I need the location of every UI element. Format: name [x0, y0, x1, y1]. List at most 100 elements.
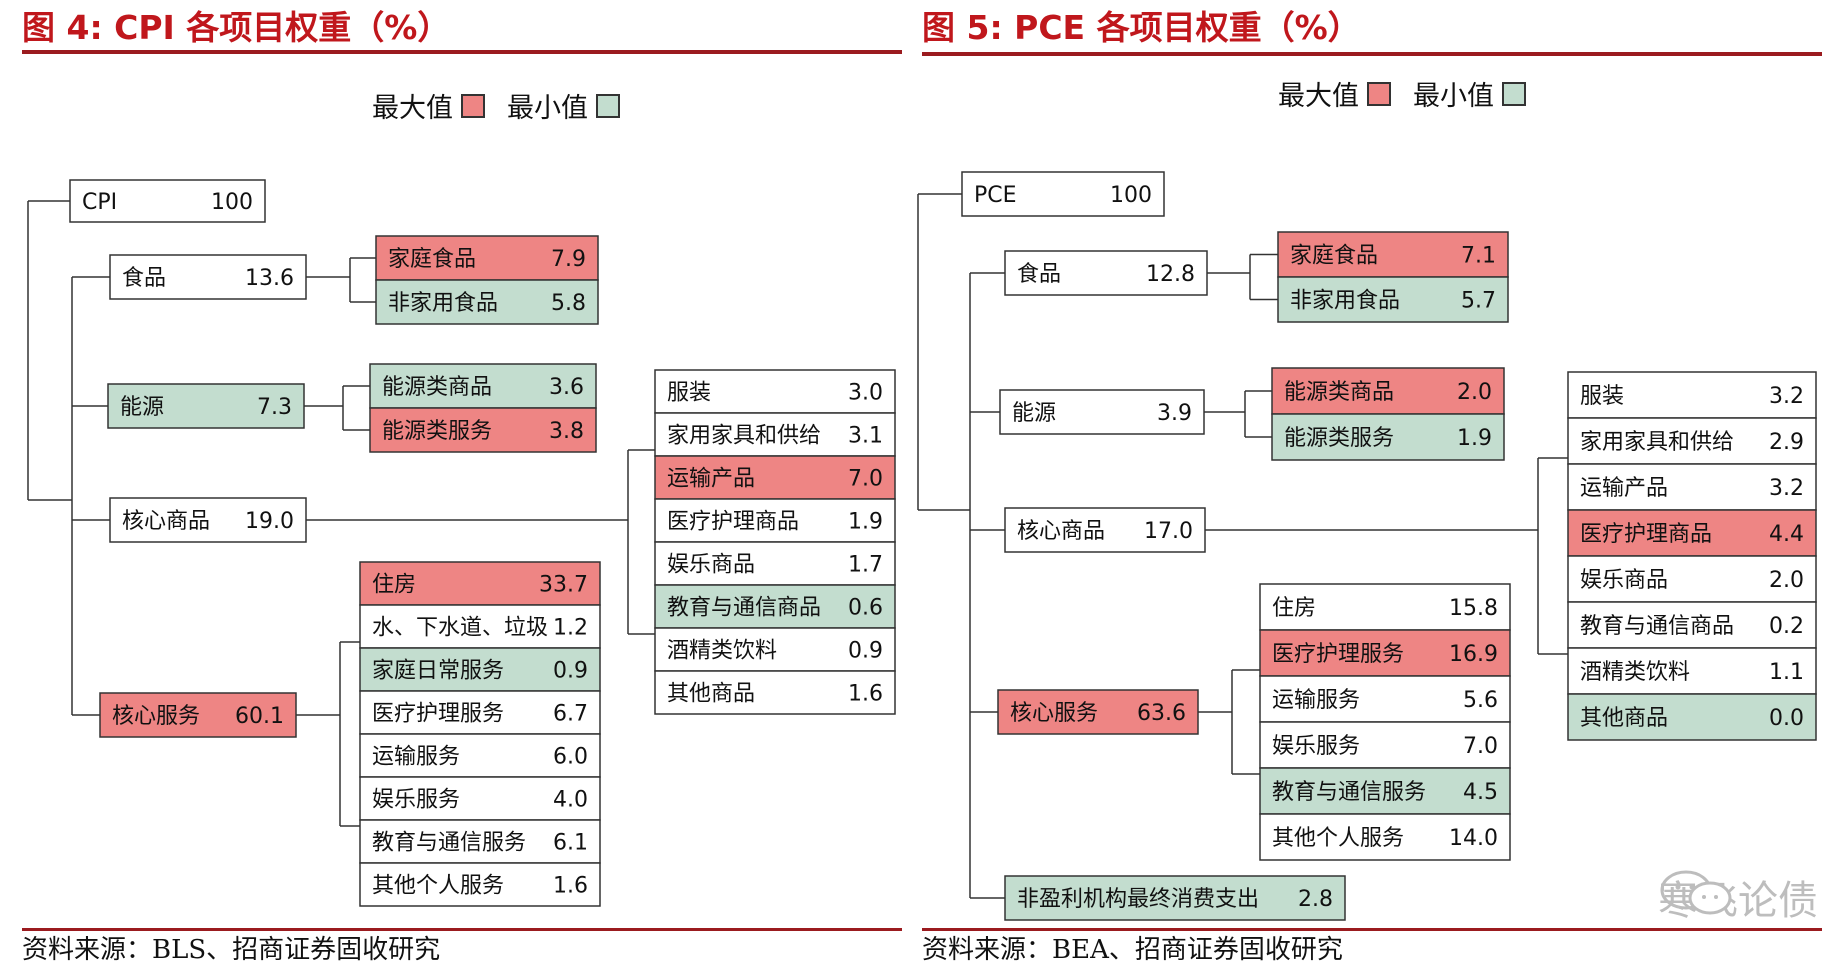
pce-group-2-child-node-3-label: 医疗护理商品 — [1580, 522, 1712, 547]
cpi-group-3-child-node-6: 教育与通信服务 6.1 — [359, 819, 601, 864]
pce-group-1-child-node-0-box — [1271, 367, 1505, 415]
pce-group-2-child-node-1-value: 2.9 — [1769, 430, 1804, 455]
wechat-icon — [1660, 870, 1732, 915]
pce-group-1-child-node-0-value: 2.0 — [1457, 380, 1492, 405]
pce-group-3-child-node-1-box — [1259, 629, 1511, 677]
pce-group-3-child-node-3-label: 娱乐服务 — [1272, 734, 1360, 759]
cpi-group-2-child-node-7-value: 1.6 — [848, 682, 883, 707]
pce-legend-min-swatch — [1502, 81, 1526, 106]
cpi-group-2-child-node-0-value: 3.0 — [848, 381, 883, 406]
pce-group-node-3-box — [997, 689, 1199, 735]
pce-group-2-child-node-0-value: 3.2 — [1769, 384, 1804, 409]
pce-legend-max-label: 最大值 — [1278, 81, 1359, 112]
pce-root-node-label: PCE — [974, 183, 1017, 208]
cpi-group-3-child-node-0-label: 住房 — [372, 573, 416, 598]
pce-group-3-child-node-3: 娱乐服务 7.0 — [1259, 721, 1511, 769]
pce-group-0-child-node-1-label: 非家用食品 — [1290, 289, 1400, 314]
pce-legend-min-label: 最小值 — [1413, 81, 1494, 112]
pce-group-0-child-node-0-value: 7.1 — [1461, 244, 1496, 269]
pce-title-rule — [922, 52, 1822, 56]
pce-group-3-child-node-3-value: 7.0 — [1463, 734, 1498, 759]
pce-legend: 最大值 最小值 — [1278, 74, 1548, 113]
pce-source-rule — [922, 928, 1822, 931]
cpi-group-node-3: 核心服务 60.1 — [99, 692, 297, 738]
cpi-group-0-child-node-0-box — [375, 235, 599, 281]
cpi-group-3-child-node-6-label: 教育与通信服务 — [372, 831, 526, 856]
pce-group-3-child-node-2-value: 5.6 — [1463, 688, 1498, 713]
cpi-legend-max-swatch — [461, 93, 485, 118]
cpi-group-1-child-node-1-box — [369, 407, 597, 453]
pce-group-3-child-node-3-box — [1259, 721, 1511, 769]
pce-group-2-child-node-7-box — [1567, 693, 1817, 741]
pce-group-node-1-label: 能源 — [1012, 401, 1056, 426]
pce-group-node-0-value: 12.8 — [1146, 262, 1195, 287]
pce-group-node-4-value: 2.8 — [1298, 887, 1333, 912]
pce-group-3-child-node-4-label: 教育与通信服务 — [1272, 780, 1426, 805]
cpi-group-node-3-value: 60.1 — [235, 704, 284, 729]
pce-group-2-child-node-2-box — [1567, 463, 1817, 511]
cpi-group-2-child-node-1-value: 3.1 — [848, 424, 883, 449]
watermark-text: 寒飞论债 — [1658, 878, 1818, 924]
cpi-group-3-child-node-6-value: 6.1 — [553, 831, 588, 856]
cpi-group-2-child-node-1: 家用家具和供给 3.1 — [654, 412, 896, 457]
cpi-figure-title: 图 4: CPI 各项目权重（%） — [22, 8, 451, 47]
pce-group-3-child-node-5-label: 其他个人服务 — [1272, 826, 1404, 851]
pce-group-node-4-box — [1004, 875, 1346, 921]
cpi-group-1-child-node-0-box — [369, 363, 597, 409]
cpi-group-3-child-node-1-label: 水、下水道、垃圾 — [372, 616, 548, 641]
cpi-group-2-child-node-7-box — [654, 670, 896, 715]
cpi-group-2-child-node-6-value: 0.9 — [848, 639, 883, 664]
pce-legend-max-swatch — [1367, 81, 1391, 106]
pce-group-node-3-value: 63.6 — [1137, 701, 1186, 726]
cpi-group-2-child-node-5-value: 0.6 — [848, 596, 883, 621]
pce-group-0-child-node-1-box — [1277, 276, 1509, 323]
cpi-source-rule — [22, 928, 902, 931]
pce-group-3-child-node-0-value: 15.8 — [1449, 596, 1498, 621]
pce-group-3-child-node-1-label: 医疗护理服务 — [1272, 642, 1404, 667]
pce-group-3-child-node-0-box — [1259, 583, 1511, 631]
cpi-group-2-child-node-5-box — [654, 584, 896, 629]
cpi-group-2-child-node-5-label: 教育与通信商品 — [667, 596, 821, 621]
pce-group-2-child-node-4-box — [1567, 555, 1817, 603]
cpi-group-3-child-node-3-label: 医疗护理服务 — [372, 702, 504, 727]
cpi-group-3-child-node-4-value: 6.0 — [553, 745, 588, 770]
cpi-group-0-child-node-1-box — [375, 279, 599, 325]
pce-group-3-child-node-1-value: 16.9 — [1449, 642, 1498, 667]
cpi-group-node-0-box — [109, 254, 307, 300]
cpi-group-2-child-node-1-label: 家用家具和供给 — [667, 424, 821, 449]
cpi-group-1-child-node-1-label: 能源类服务 — [382, 419, 492, 444]
pce-group-2-child-node-6-label: 酒精类饮料 — [1580, 660, 1690, 685]
pce-group-node-1-value: 3.9 — [1157, 401, 1192, 426]
watermark: 寒飞论债 — [1658, 868, 1818, 926]
cpi-group-3-child-node-4: 运输服务 6.0 — [359, 733, 601, 778]
cpi-group-3-child-node-4-label: 运输服务 — [372, 745, 460, 770]
cpi-group-0-child-node-0-value: 7.9 — [551, 247, 586, 272]
pce-group-0-child-node-1-value: 5.7 — [1461, 289, 1496, 314]
cpi-group-2-child-node-0-label: 服装 — [667, 381, 711, 406]
cpi-group-2-child-node-4: 娱乐商品 1.7 — [654, 541, 896, 586]
pce-group-3-child-node-5-value: 14.0 — [1449, 826, 1498, 851]
cpi-group-3-child-node-3-value: 6.7 — [553, 702, 588, 727]
pce-group-2-child-node-5-value: 0.2 — [1769, 614, 1804, 639]
pce-group-2-child-node-7-label: 其他商品 — [1580, 706, 1668, 731]
cpi-group-2-child-node-4-label: 娱乐商品 — [667, 553, 755, 578]
cpi-group-2-child-node-4-value: 1.7 — [848, 553, 883, 578]
cpi-group-3-child-node-5-label: 娱乐服务 — [372, 788, 460, 813]
cpi-group-node-3-label: 核心服务 — [112, 704, 200, 729]
